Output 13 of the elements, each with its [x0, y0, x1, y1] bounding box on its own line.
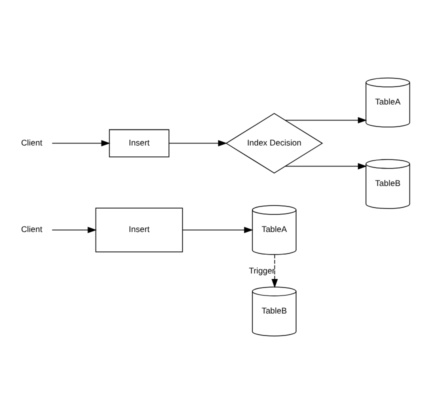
edge-label: Trigger	[248, 266, 275, 276]
arrow	[168, 140, 228, 146]
node-diamond: Index Decision	[225, 113, 323, 174]
node-box: Insert	[108, 129, 170, 158]
arrow	[52, 226, 97, 234]
node-text: Client	[21, 137, 42, 148]
arrow	[182, 226, 254, 234]
arrow	[272, 254, 278, 288]
arrow	[52, 140, 110, 146]
arrow	[284, 163, 367, 170]
node-text: Client	[21, 224, 42, 234]
node-box: Insert	[95, 208, 183, 252]
arrow	[284, 117, 367, 124]
